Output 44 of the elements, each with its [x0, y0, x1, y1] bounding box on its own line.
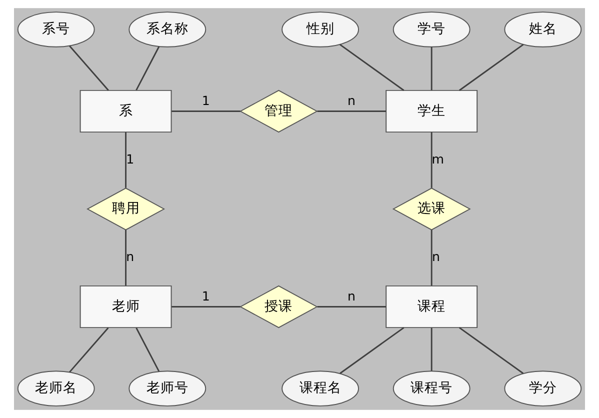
node-box: 学生	[386, 90, 478, 133]
edge-label: n	[348, 92, 356, 108]
node-ellipse: 性别	[282, 12, 360, 48]
node-ellipse: 姓名	[504, 12, 582, 48]
node-ellipse: 老师名	[17, 370, 95, 406]
edge-label: n	[432, 249, 440, 264]
node-ellipse: 系号	[17, 12, 95, 48]
connector	[125, 132, 126, 188]
connector	[125, 230, 126, 286]
edge-label: n	[348, 288, 356, 304]
edge-label: m	[432, 151, 444, 166]
connector	[317, 110, 386, 112]
edge-label: 1	[126, 151, 134, 166]
node-box: 老师	[80, 285, 172, 328]
node-diamond: 聘用	[86, 188, 166, 230]
edge-label: n	[126, 249, 134, 264]
connector	[430, 230, 432, 286]
edge-label: 1	[202, 92, 210, 108]
connector	[458, 327, 524, 374]
connector	[172, 110, 240, 112]
node-ellipse: 课程号	[392, 370, 470, 406]
connector	[136, 46, 160, 91]
connector	[340, 327, 404, 374]
node-ellipse: 学分	[504, 370, 582, 406]
connector	[340, 44, 404, 91]
node-box: 课程	[386, 285, 478, 328]
connector	[172, 306, 240, 308]
node-box: 系	[80, 90, 172, 133]
edge-label: 1	[202, 288, 210, 304]
connector	[430, 132, 432, 188]
node-ellipse: 系名称	[128, 12, 206, 48]
connector	[136, 328, 160, 372]
connector	[430, 46, 432, 90]
node-ellipse: 老师号	[128, 370, 206, 406]
node-ellipse: 课程名	[282, 370, 360, 406]
connector	[458, 44, 524, 91]
node-diamond: 管理	[239, 90, 318, 133]
connector	[430, 328, 432, 371]
connector	[68, 45, 109, 91]
connector	[317, 306, 386, 308]
node-ellipse: 学号	[392, 12, 470, 48]
node-diamond: 选课	[392, 188, 471, 230]
node-diamond: 授课	[239, 285, 318, 328]
connector	[68, 327, 109, 373]
